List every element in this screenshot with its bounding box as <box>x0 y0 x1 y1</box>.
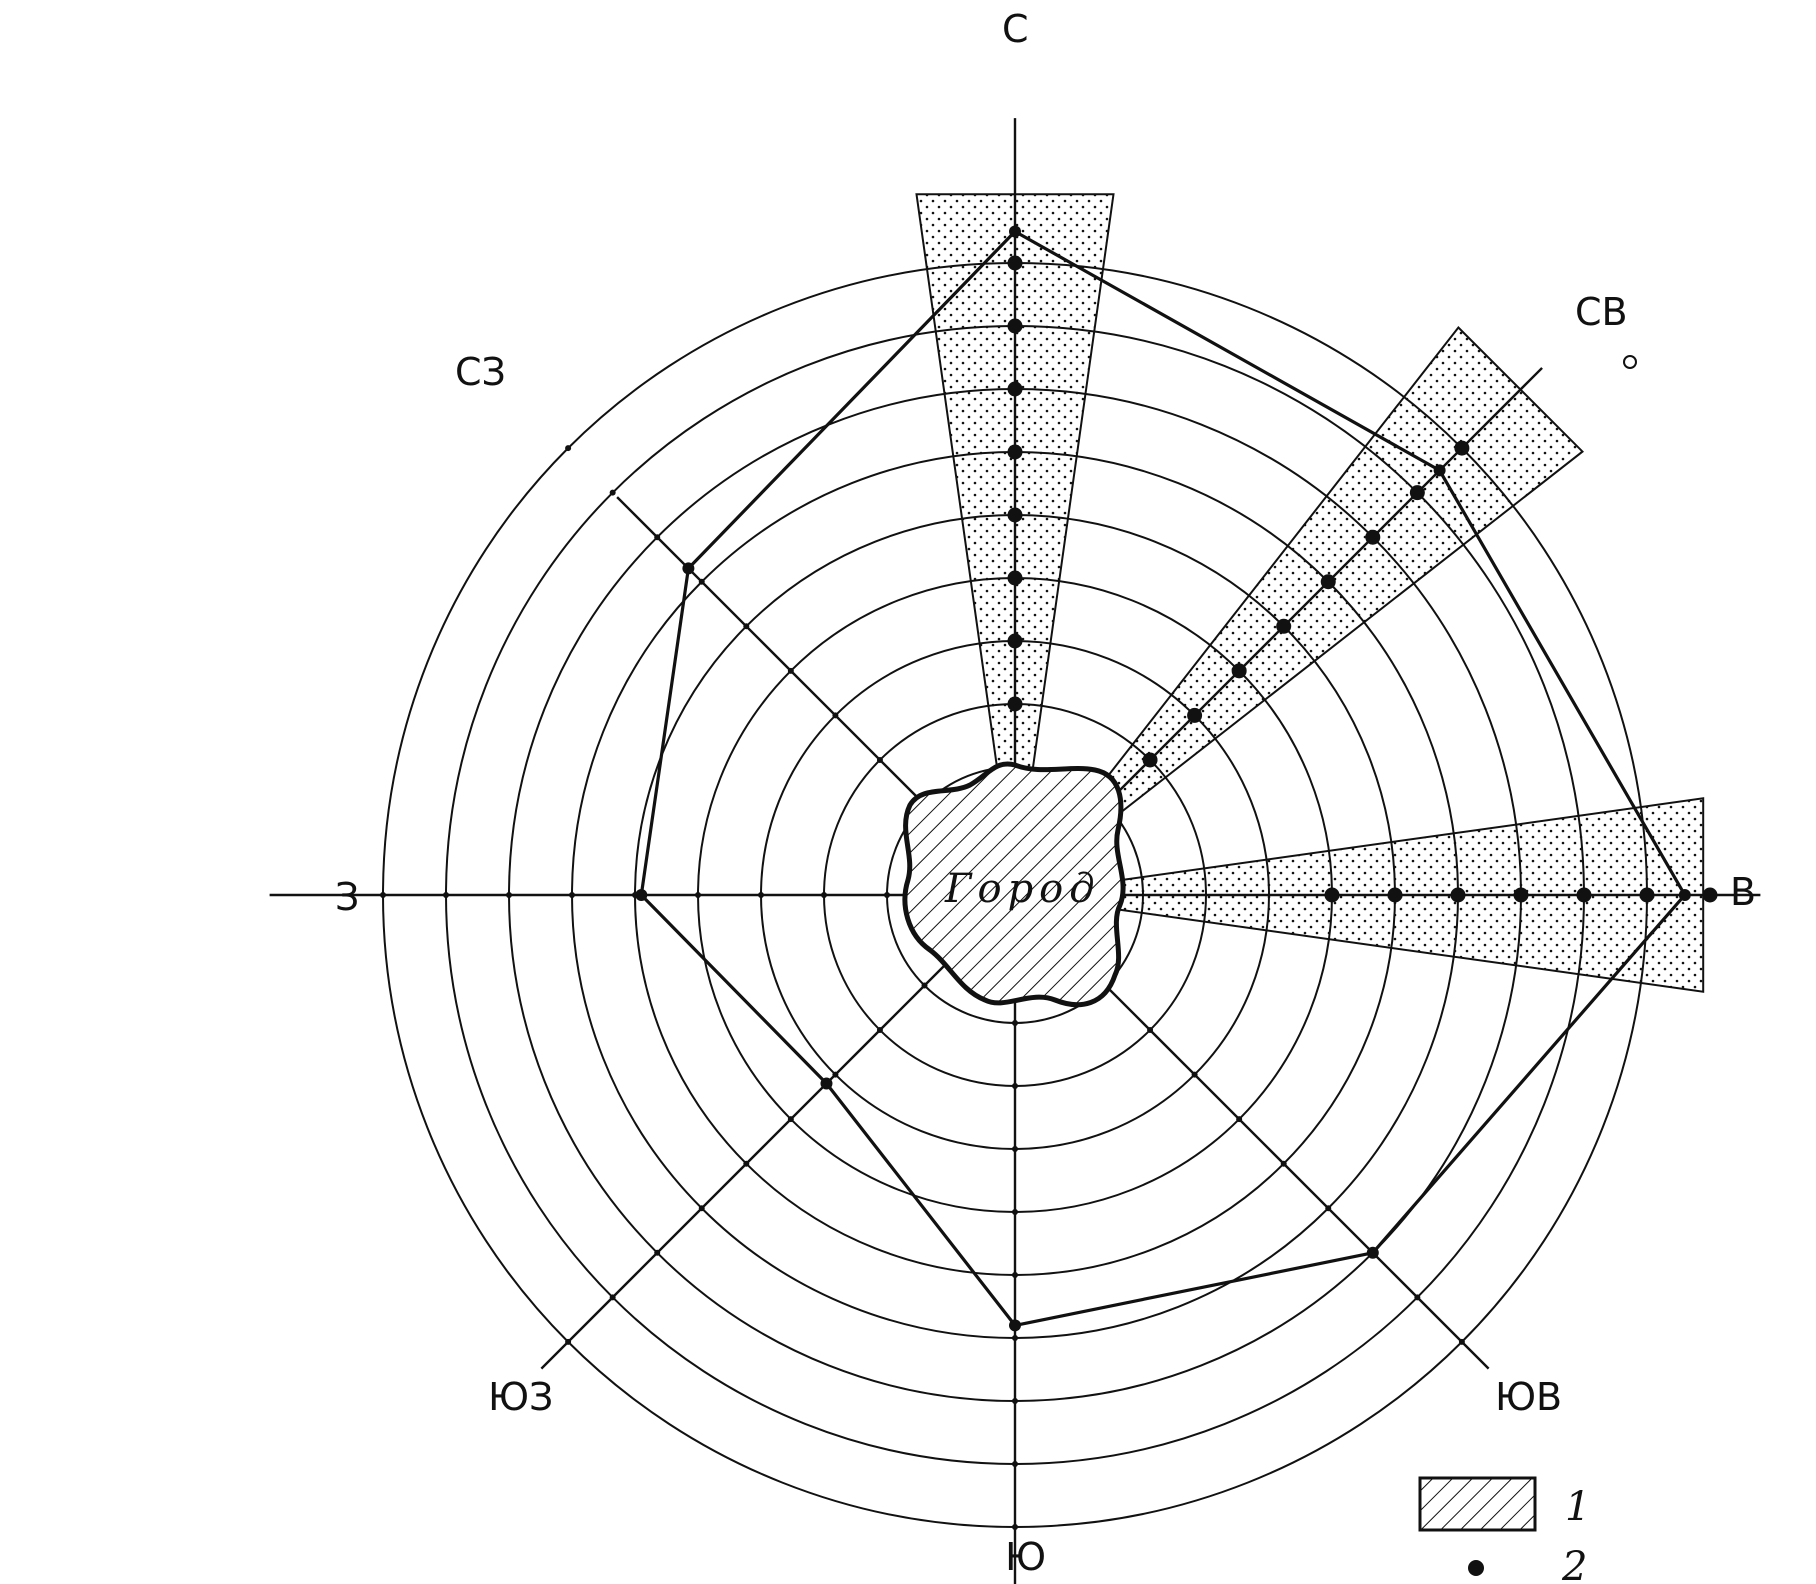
axis-tick-s-9 <box>1012 1524 1018 1530</box>
axis-tick-se-8 <box>1414 1294 1421 1301</box>
wind-rose-polygon-layer <box>635 225 1691 1332</box>
sector-dot-e-10 <box>1702 887 1718 903</box>
sector-dot-e-9 <box>1639 887 1655 903</box>
axis-tick-w-6 <box>569 892 575 898</box>
sector-dot-n-6 <box>1007 444 1023 460</box>
sector-dot-ne-4 <box>1231 663 1247 679</box>
sector-dot-e-5 <box>1387 887 1403 903</box>
axis-tick-sw-2 <box>876 1027 883 1034</box>
axis-tick-se-7 <box>1369 1249 1376 1256</box>
polygon-vertex-ne <box>1433 464 1446 477</box>
axis-tick-s-1 <box>1012 1020 1018 1026</box>
sector-dot-ne-2 <box>1142 752 1158 768</box>
sector-dot-n-4 <box>1007 570 1023 586</box>
axis-tick-sw-5 <box>743 1160 750 1167</box>
axis-tick-s-6 <box>1012 1335 1018 1341</box>
direction-label-w: З <box>335 875 359 919</box>
polygon-vertex-s <box>1009 1319 1021 1332</box>
sector-dot-ne-7 <box>1365 529 1381 545</box>
sector-dot-n-5 <box>1007 507 1023 523</box>
sector-dot-e-6 <box>1450 887 1466 903</box>
axis-tick-nw-2 <box>876 756 883 763</box>
city-area: Город <box>902 761 1126 1008</box>
axis-tick-sw-6 <box>698 1205 705 1212</box>
sector-dot-ne-5 <box>1276 618 1292 634</box>
axis-tick-sw-3 <box>832 1071 839 1078</box>
polygon-vertex-sw <box>820 1077 833 1090</box>
sector-dot-n-3 <box>1007 633 1023 649</box>
sector-dot-e-8 <box>1576 887 1592 903</box>
legend-hatched-swatch <box>1418 1476 1537 1532</box>
direction-label-ne: СВ <box>1575 290 1628 334</box>
axis-tick-w-9 <box>380 892 386 898</box>
axis-tick-se-5 <box>1280 1160 1287 1167</box>
polygon-vertex-nw <box>682 562 695 575</box>
direction-label-e: В <box>1730 870 1756 914</box>
sector-dot-ne-9 <box>1454 440 1470 456</box>
axis-tick-sw-7 <box>654 1249 661 1256</box>
sector-dot-n-2 <box>1007 696 1023 712</box>
axis-tick-w-7 <box>506 892 512 898</box>
axis-tick-sw-8 <box>609 1294 616 1301</box>
direction-label-n: С <box>1002 7 1029 51</box>
axis-tick-nw-3 <box>832 712 839 719</box>
axis-tick-sw-1 <box>921 982 928 989</box>
axis-tick-se-2 <box>1147 1027 1154 1034</box>
polygon-vertex-n <box>1009 225 1021 238</box>
axis-tick-se-3 <box>1191 1071 1198 1078</box>
axis-tick-w-3 <box>758 892 764 898</box>
sector-dot-ne-8 <box>1409 485 1425 501</box>
axis-tick-sw-9 <box>565 1338 572 1345</box>
sector-dot-ne-6 <box>1320 574 1336 590</box>
axis-tick-s-3 <box>1012 1146 1018 1152</box>
axis-tick-se-6 <box>1325 1205 1332 1212</box>
axis-tick-s-7 <box>1012 1398 1018 1404</box>
axis-tick-s-5 <box>1012 1272 1018 1278</box>
sector-dot-n-7 <box>1007 381 1023 397</box>
sector-dot-e-7 <box>1513 887 1529 903</box>
sector-dot-ne-3 <box>1187 707 1203 723</box>
axis-tick-nw-4 <box>787 667 794 674</box>
direction-label-nw: СЗ <box>455 350 506 394</box>
axis-tick-w-5 <box>632 892 638 898</box>
direction-label-s: Ю <box>1005 1535 1046 1579</box>
axis-tick-s-8 <box>1012 1461 1018 1467</box>
axis-tick-w-8 <box>443 892 449 898</box>
legend-label-2: 2 <box>1561 1544 1587 1584</box>
sector-dot-e-4 <box>1324 887 1340 903</box>
axis-sw <box>540 937 973 1370</box>
axis-tick-s-2 <box>1012 1083 1018 1089</box>
axis-tick-se-9 <box>1458 1338 1465 1345</box>
direction-label-se: ЮВ <box>1495 1375 1562 1419</box>
legend: 1 2 <box>1418 1476 1590 1584</box>
axis-tick-s-4 <box>1012 1209 1018 1215</box>
axis-nw <box>616 496 973 853</box>
axis-tick-nw-7 <box>654 534 661 541</box>
sector-dot-n-8 <box>1007 318 1023 334</box>
axis-ne <box>1057 367 1543 853</box>
legend-label-1: 1 <box>1565 1484 1590 1530</box>
axis-tick-w-4 <box>695 892 701 898</box>
legend-dot-swatch <box>1468 1560 1484 1576</box>
axis-tick-nw-9 <box>565 445 572 452</box>
axis-tick-se-4 <box>1236 1116 1243 1123</box>
ne-marker-icon <box>1623 355 1637 369</box>
axis-tick-w-2 <box>821 892 827 898</box>
axis-tick-nw-6 <box>698 578 705 585</box>
sector-dot-n-9 <box>1007 255 1023 271</box>
axis-tick-nw-8 <box>609 489 616 496</box>
axis-tick-nw-5 <box>743 623 750 630</box>
city-label: Город <box>944 866 1101 912</box>
axis-tick-w-1 <box>884 892 890 898</box>
polygon-vertex-w <box>635 889 648 901</box>
sector-dots <box>380 255 1718 1530</box>
direction-label-sw: ЮЗ <box>488 1375 553 1419</box>
axis-tick-sw-4 <box>787 1116 794 1123</box>
polygon-vertex-e <box>1678 889 1691 901</box>
